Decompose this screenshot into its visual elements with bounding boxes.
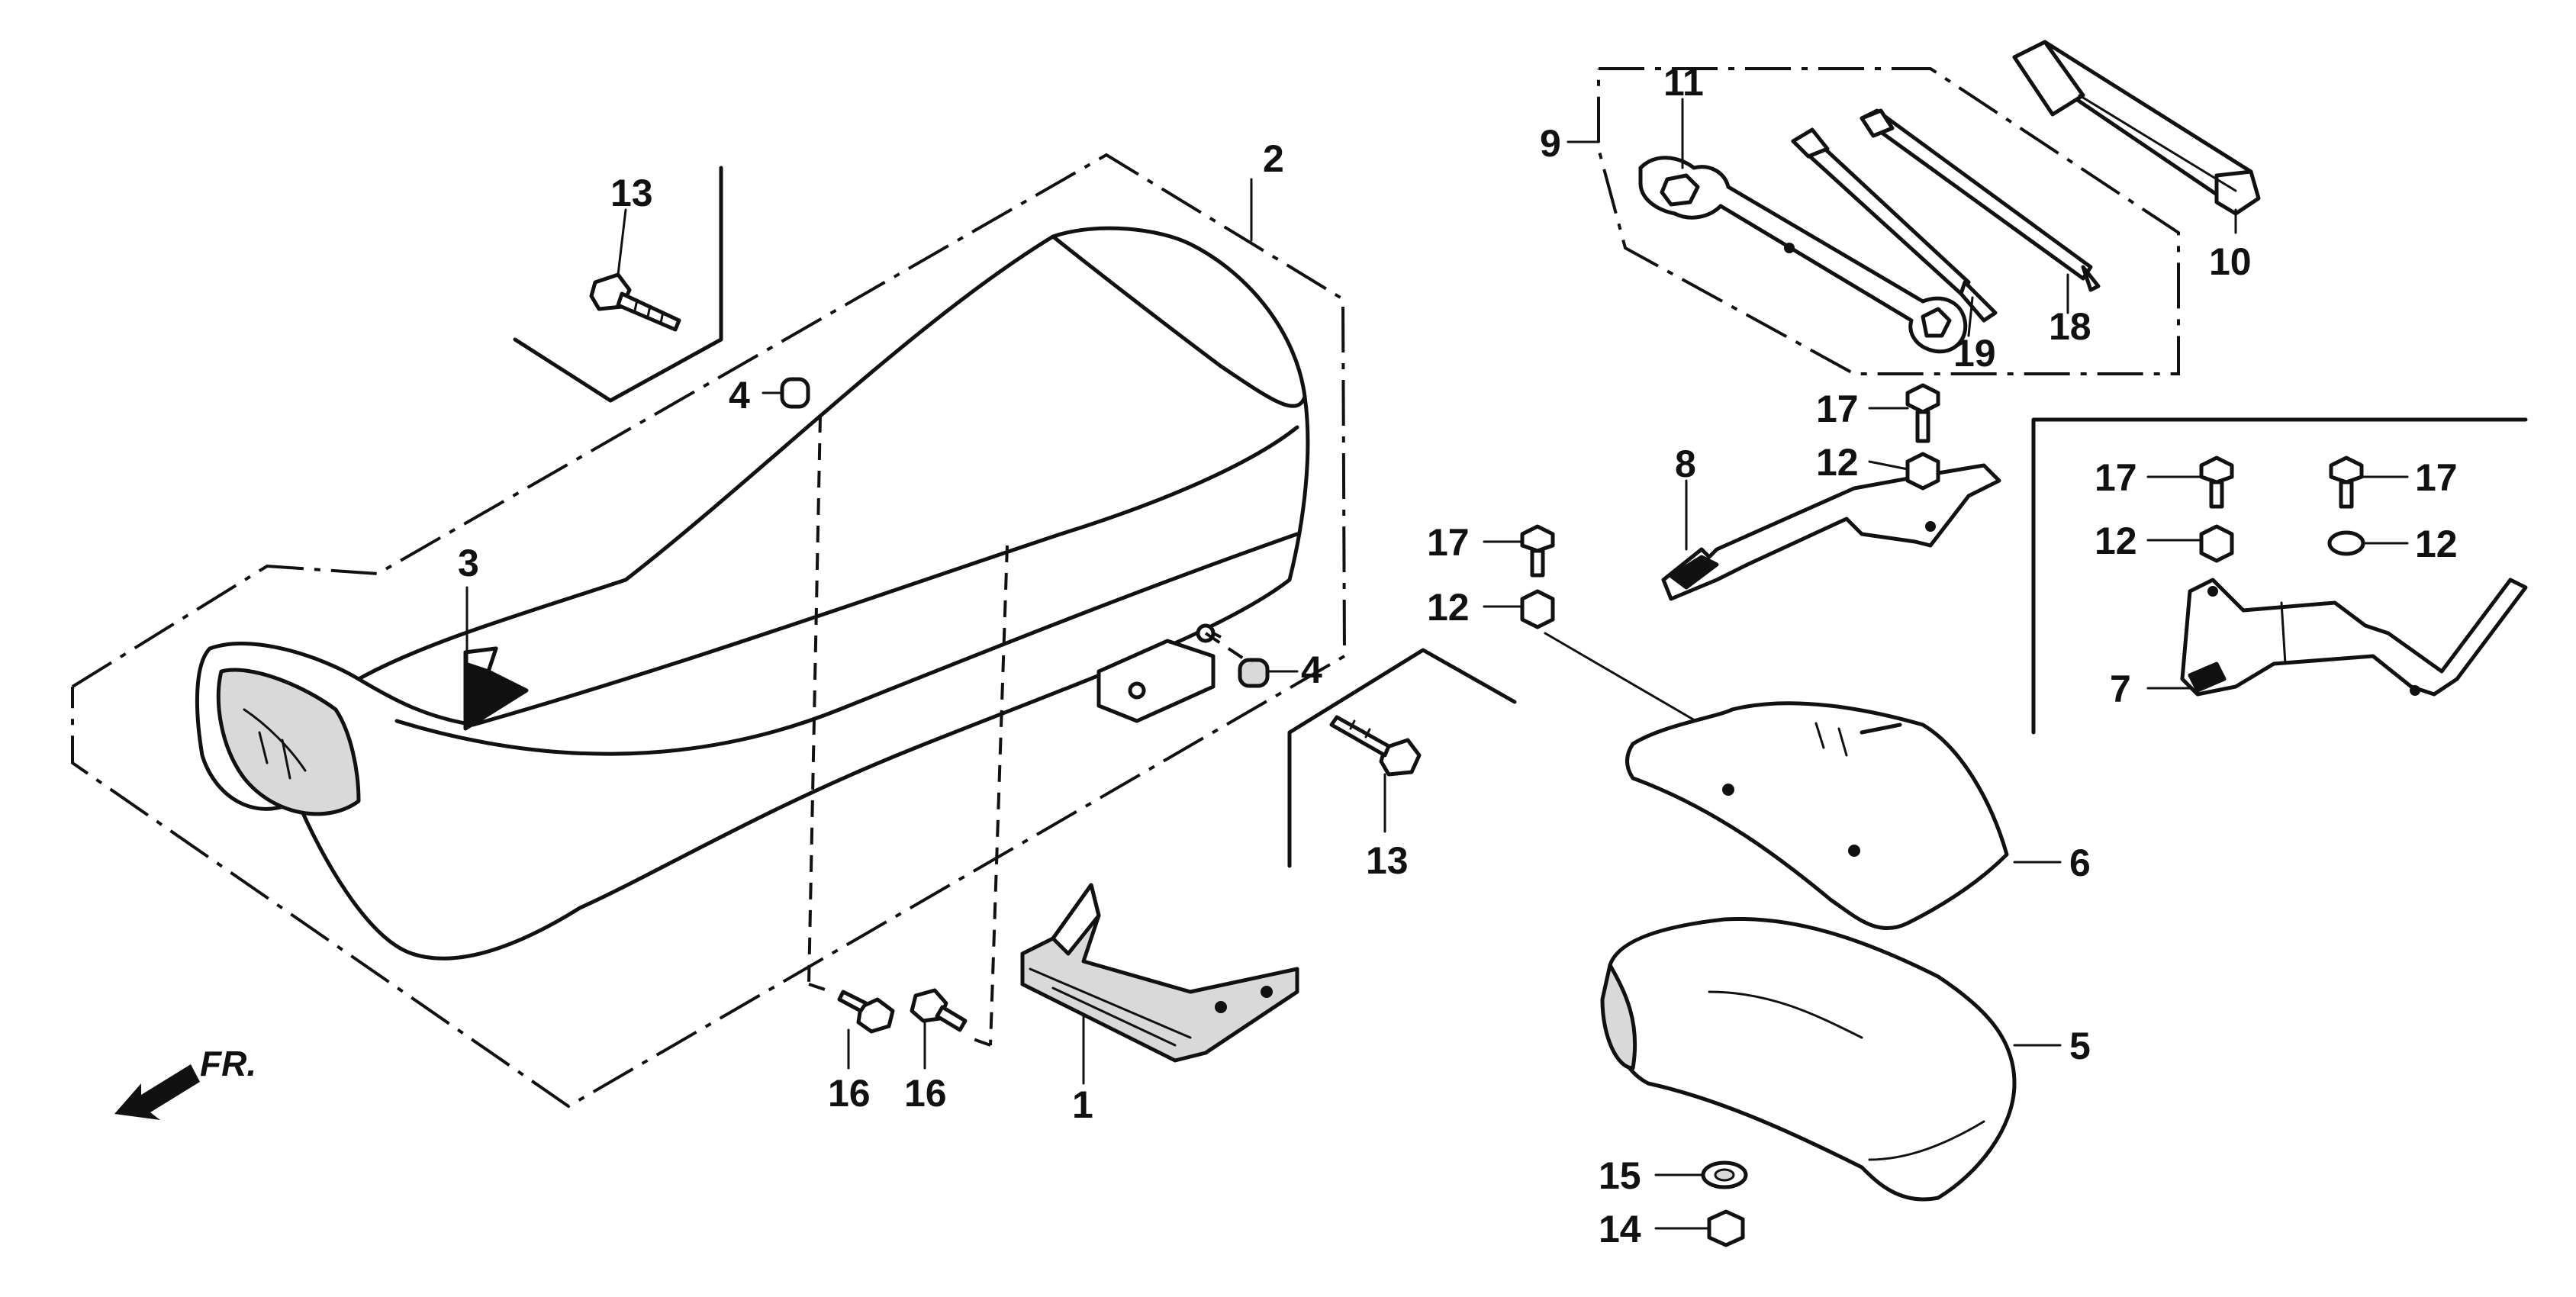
callout-18: 18: [2049, 305, 2091, 348]
guide-lines: [807, 415, 1253, 1047]
washer-12-mid: [1520, 589, 1555, 629]
callout-4-lower: 4: [1301, 648, 1322, 691]
holder-8: [1661, 463, 2001, 601]
callout-17-r2: 17: [2415, 456, 2458, 499]
collar-4-upper: [762, 377, 810, 409]
callout-12-r2: 12: [2415, 523, 2458, 565]
bolt-13b: [1329, 715, 1422, 777]
bolt-13b-frame: [1287, 648, 1517, 868]
collar-4-lower: [1238, 658, 1299, 688]
front-indicator: FR.: [200, 1044, 256, 1083]
tool-handle: [2012, 40, 2261, 216]
bolt-16-left: [837, 990, 895, 1034]
callout-17-mid: 17: [1427, 521, 1470, 564]
callout-12-holder8: 12: [1816, 441, 1859, 484]
callout-14: 14: [1599, 1208, 1641, 1250]
seat-bracket: [1020, 883, 1299, 1063]
bolt-17-r1: [2199, 455, 2234, 509]
holder-7-frame: [2031, 417, 2528, 735]
extension-bar: [1860, 108, 2101, 292]
front-arrow-icon: FR.: [114, 1044, 256, 1120]
callout-1: 1: [1072, 1083, 1093, 1126]
nut-14: [1707, 1209, 1745, 1247]
screwdriver: [1791, 127, 1998, 323]
callout-16-right: 16: [904, 1072, 947, 1115]
callout-12-mid: 12: [1427, 586, 1470, 629]
callout-7: 7: [2110, 668, 2131, 710]
callout-19: 19: [1953, 332, 1996, 375]
bolt-16-right: [910, 988, 968, 1032]
callout-3: 3: [458, 542, 479, 584]
bolt-13-frame: [513, 166, 723, 403]
washer-12-r1: [2199, 524, 2234, 563]
callout-15: 15: [1599, 1154, 1641, 1197]
seat: [195, 226, 1310, 961]
callout-13-mid: 13: [1366, 839, 1409, 882]
callout-10: 10: [2209, 240, 2252, 283]
callout-8: 8: [1675, 443, 1696, 485]
callout-5: 5: [2069, 1025, 2091, 1067]
callout-11: 11: [1663, 61, 1704, 104]
tool-kit-outline: [1567, 67, 2180, 375]
bolt-13: [589, 272, 681, 332]
callout-2: 2: [1263, 137, 1284, 180]
callout-9: 9: [1540, 122, 1561, 165]
callout-6: 6: [2069, 842, 2091, 884]
callout-4-upper: 4: [729, 374, 750, 417]
holder-7: [2180, 578, 2528, 697]
cover-6: [1625, 701, 2009, 931]
callout-17-holder8: 17: [1816, 388, 1859, 430]
callout-17-r1: 17: [2095, 456, 2137, 499]
washer-12-holder8: [1905, 452, 1940, 491]
bolt-17-mid: [1520, 524, 1555, 578]
bolt-17-r2: [2329, 455, 2364, 509]
seat-pad-5: [1600, 916, 2017, 1202]
callout-12-r1: 12: [2095, 520, 2137, 562]
callout-labels: 2 3 13 4 4 13 16 16 1 6 5 15 14 8 9 11 1…: [458, 61, 2458, 1250]
wrench: [1638, 156, 1968, 354]
callout-13-top: 13: [610, 172, 653, 214]
nut-15: [1701, 1160, 1748, 1189]
bolt-17-holder8: [1905, 383, 1940, 443]
leader-lines: [465, 98, 2409, 1230]
callout-16-left: 16: [828, 1072, 871, 1115]
washer-12-r2: [2327, 530, 2365, 556]
